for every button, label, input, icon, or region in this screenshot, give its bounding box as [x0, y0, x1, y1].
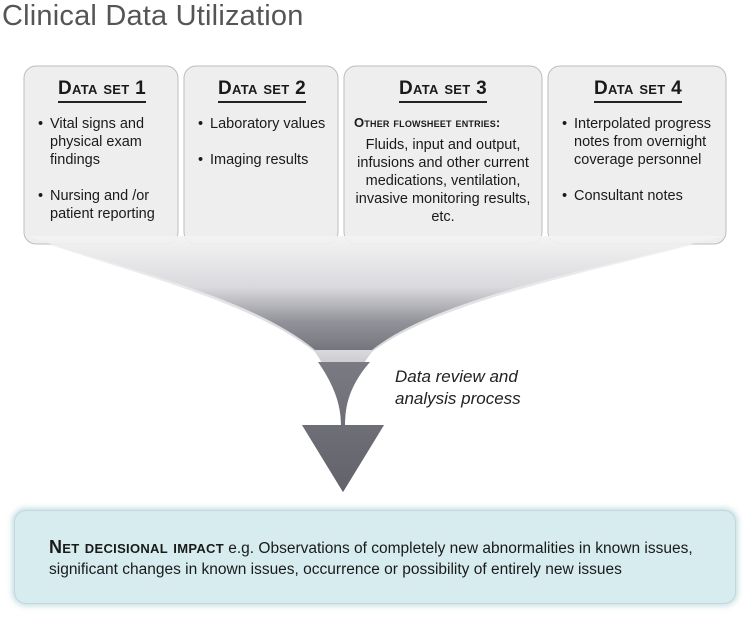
dataset-4-item: Consultant notes [562, 187, 714, 205]
dataset-3-heading: Data set 3 [399, 78, 487, 103]
dataset-1-card: Data set 1 Vital signs and physical exam… [24, 66, 178, 244]
dataset-4-card: Data set 4 Interpolated progress notes f… [548, 66, 726, 244]
dataset-3-paragraph: Fluids, input and output, infusions and … [355, 137, 531, 225]
dataset-1-item: Nursing and /or patient reporting [38, 187, 166, 223]
dataset-1-heading: Data set 1 [58, 78, 146, 103]
funnel-blend [26, 236, 724, 350]
dataset-2-heading: Data set 2 [218, 78, 306, 103]
impact-box: Net decisional impact e.g. Observations … [14, 510, 736, 604]
dataset-2-item: Imaging results [198, 151, 326, 169]
dataset-3-subheading: Other flowsheet entries: [354, 115, 501, 130]
down-arrow [302, 362, 384, 492]
diagram-title: Clinical Data Utilization [2, 0, 304, 32]
dataset-1-item: Vital signs and physical exam findings [38, 115, 166, 169]
impact-heading: Net decisional impact [49, 537, 224, 557]
process-label: Data review and analysis process [395, 367, 521, 408]
dataset-3-card: Data set 3 Other flowsheet entries: Flui… [344, 66, 542, 244]
dataset-2-item: Laboratory values [198, 115, 326, 133]
impact-text: e.g. Observations of completely new abno… [49, 540, 693, 578]
dataset-4-item: Interpolated progress notes from overnig… [562, 115, 714, 169]
dataset-4-heading: Data set 4 [594, 78, 682, 103]
dataset-2-card: Data set 2 Laboratory values Imaging res… [184, 66, 338, 244]
